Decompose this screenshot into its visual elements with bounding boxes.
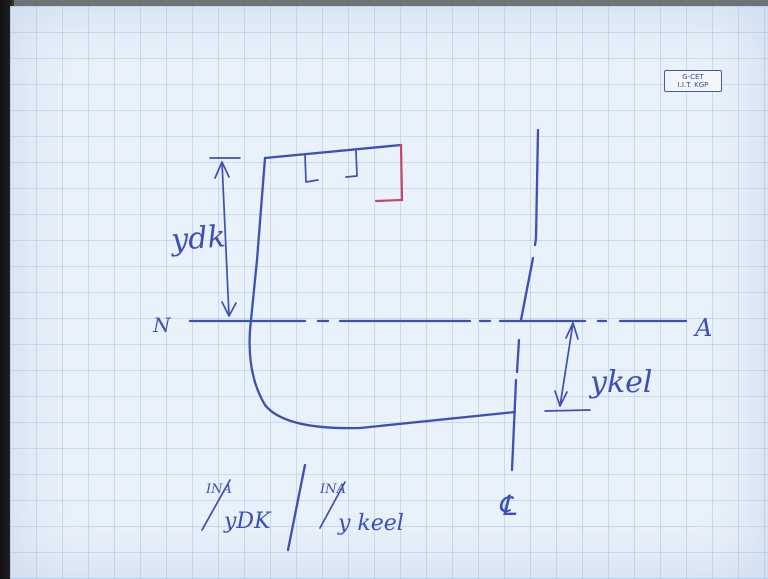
y-deck-arrow-top (214, 161, 230, 179)
ratio-right-slash (319, 481, 346, 529)
y-keel-dimension-line (559, 322, 574, 407)
ratio-left-denominator: yDK (223, 509, 272, 534)
deck-stiffener-2 (345, 150, 358, 178)
side-bracket (374, 143, 404, 203)
y-keel-arrow-bottom (554, 390, 568, 407)
stamp-line-2: I.I.T. KGP (677, 81, 709, 89)
keel-level-tick (544, 409, 591, 412)
y-keel-label: ykel (588, 365, 652, 400)
neutral-axis-label-a: A (693, 314, 712, 342)
y-deck-arrow-bottom (221, 301, 237, 317)
ratio-separator-slash (286, 463, 307, 552)
centreline (510, 128, 540, 472)
ratio-left-numerator: INA (205, 482, 232, 497)
ratio-left-slash (201, 479, 231, 531)
deck-stiffener-1 (304, 154, 319, 183)
hull-section-outline (248, 143, 517, 430)
y-deck-dimension-line (221, 161, 230, 317)
neutral-axis-label-n: N (152, 313, 172, 337)
institute-stamp: G-CET I.I.T. KGP (664, 70, 722, 92)
y-keel-arrow-top (565, 322, 579, 340)
y-deck-label: ydk (168, 219, 227, 258)
stamp-line-1: G-CET (682, 73, 704, 81)
paper-sheet (10, 6, 768, 579)
centreline-symbol: ℄ (498, 489, 517, 522)
ratio-right-denominator: y keel (337, 511, 404, 536)
